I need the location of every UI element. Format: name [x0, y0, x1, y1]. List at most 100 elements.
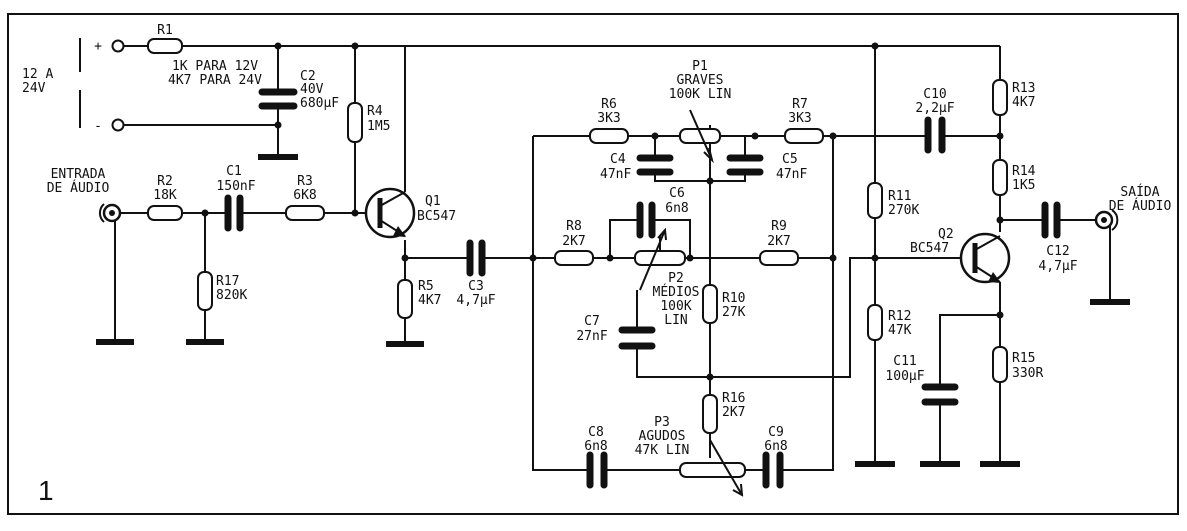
- components-C11-value-label: 100µF: [885, 369, 924, 384]
- components-C9-name-label: C9: [768, 425, 784, 440]
- transistor-q1: [364, 187, 416, 239]
- r4-body: [347, 102, 363, 143]
- p1-body: [679, 128, 721, 144]
- input-jack: [98, 203, 122, 223]
- components-C4-value-label: 47nF: [600, 167, 631, 182]
- r1-body: [147, 38, 183, 54]
- components-R11-value-label: 270K: [888, 203, 919, 218]
- components-R10-value-label: 27K: [722, 305, 746, 320]
- r5-body: [397, 279, 413, 319]
- components-R9-value-label: 2K7: [767, 234, 790, 249]
- components-R13-name-label: R13: [1012, 81, 1035, 96]
- resistors: [147, 38, 1008, 434]
- r12-body: [867, 304, 883, 341]
- minus-terminal: [111, 118, 125, 132]
- components-R16-value-label: 2K7: [722, 405, 745, 420]
- components-R6-name-label: R6: [601, 97, 617, 112]
- r9-body: [759, 250, 799, 266]
- components-R12-name-label: R12: [888, 309, 911, 324]
- capacitors: [224, 88, 1061, 489]
- components-R3-value-label: 6K8: [293, 188, 316, 203]
- components-R1-name-label: R1: [157, 23, 173, 38]
- components-C1-name-label: C1: [226, 164, 242, 179]
- r13-body: [992, 79, 1008, 116]
- components-C8-value-label: 6n8: [584, 439, 607, 454]
- plus-terminal: [111, 39, 125, 53]
- supply-plus-label: +: [94, 39, 102, 54]
- p3-body: [679, 462, 746, 478]
- components-C4-name-label: C4: [610, 152, 626, 167]
- components-R17-value-label: 820K: [216, 288, 247, 303]
- p1-wiper: [689, 109, 713, 161]
- components-R4-value-label: 1M5: [367, 119, 390, 134]
- components-R11-name-label: R11: [888, 189, 911, 204]
- components-R8-name-label: R8: [566, 219, 582, 234]
- r16-body: [702, 394, 718, 434]
- components-C6-name-label: C6: [669, 186, 685, 201]
- components-R10-name-label: R10: [722, 291, 745, 306]
- components-R8-value-label: 2K7: [562, 234, 585, 249]
- components-C9-value-label: 6n8: [764, 439, 787, 454]
- components-Q2-value-label: BC547: [910, 241, 949, 256]
- components-C12-value-label: 4,7µF: [1038, 259, 1077, 274]
- components-R7-value-label: 3K3: [788, 111, 811, 126]
- r2-body: [147, 205, 183, 221]
- output-jack: [1094, 209, 1119, 231]
- r15-body: [992, 346, 1008, 383]
- components-C5-name-label: C5: [782, 152, 798, 167]
- components-C1-value-label: 150nF: [216, 179, 255, 194]
- components-C10-value-label: 2,2µF: [915, 101, 954, 116]
- r14-body: [992, 159, 1008, 196]
- components-R16-name-label: R16: [722, 391, 745, 406]
- r8-body: [554, 250, 594, 266]
- components-C3-name-label: C3: [468, 279, 484, 294]
- components-R6-value-label: 3K3: [597, 111, 620, 126]
- junctions: [201, 42, 1004, 381]
- components-C10-name-label: C10: [923, 87, 946, 102]
- components-R13-value-label: 4K7: [1012, 95, 1035, 110]
- components-Q1-value-label: BC547: [417, 209, 456, 224]
- components-C12-name-label: C12: [1046, 244, 1069, 259]
- r10-body: [702, 284, 718, 324]
- components-C11-name-label: C11: [893, 354, 916, 369]
- components-C2-name-label: C2: [300, 69, 316, 84]
- components-R14-value-label: 1K5: [1012, 178, 1035, 193]
- components-R14-name-label: R14: [1012, 164, 1036, 179]
- components-R2-value-label: 18K: [153, 188, 177, 203]
- components-R17-name-label: R17: [216, 274, 239, 289]
- components-C7-name-label: C7: [584, 314, 600, 329]
- components-R3-name-label: R3: [297, 174, 313, 189]
- p3-wiper: [709, 439, 743, 496]
- ground-symbols: [96, 154, 1130, 467]
- components-R12-value-label: 47K: [888, 323, 912, 338]
- components-R5-name-label: R5: [418, 279, 434, 294]
- r17-body: [197, 271, 213, 311]
- components-P1-name-label: P1: [692, 59, 708, 74]
- components-R4-name-label: R4: [367, 104, 383, 119]
- r7-body: [784, 128, 824, 144]
- r11-body: [867, 182, 883, 219]
- r6-body: [589, 128, 629, 144]
- components-R15-name-label: R15: [1012, 351, 1035, 366]
- components-Q2-name-label: Q2: [938, 227, 954, 242]
- components-C6-value-label: 6n8: [665, 201, 688, 216]
- components-C8-name-label: C8: [588, 425, 604, 440]
- components-P2-name-label: P2: [668, 271, 684, 286]
- components-R5-value-label: 4K7: [418, 293, 441, 308]
- p2-body: [634, 250, 686, 266]
- components-C3-value-label: 4,7µF: [456, 293, 495, 308]
- components-R9-name-label: R9: [771, 219, 787, 234]
- supply-minus-label: -: [94, 119, 102, 134]
- components-C7-value-label: 27nF: [576, 329, 607, 344]
- potentiometers: [634, 109, 746, 497]
